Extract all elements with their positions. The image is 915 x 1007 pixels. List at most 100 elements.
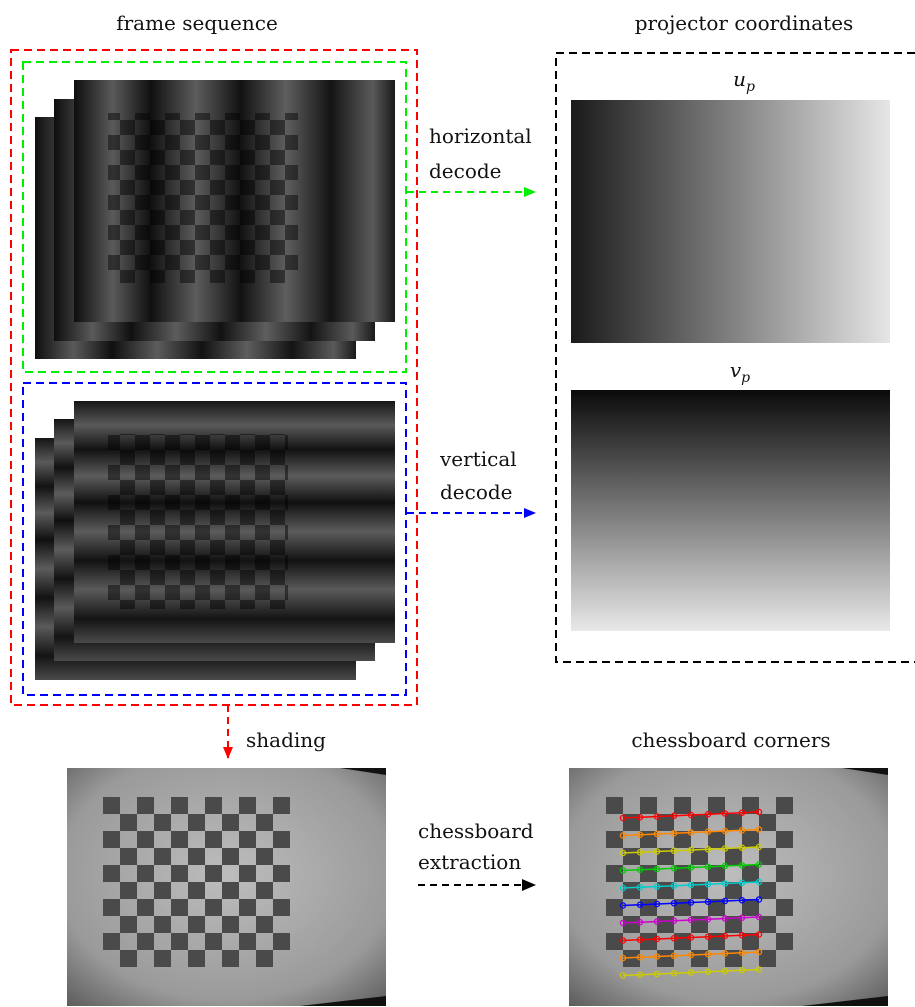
v-map-label: vp xyxy=(730,358,750,386)
corner-overlay xyxy=(619,808,763,979)
u-symbol: u xyxy=(733,67,746,91)
chessboard-corners-image xyxy=(569,768,888,1006)
corner-marker xyxy=(738,897,746,904)
corner-marker xyxy=(636,954,644,961)
projector-coordinates-title: projector coordinates xyxy=(635,11,854,35)
corner-marker xyxy=(721,845,729,852)
corner-marker xyxy=(704,863,712,871)
corner-marker xyxy=(619,919,627,927)
corner-marker xyxy=(721,967,729,975)
corner-marker xyxy=(721,897,729,905)
corner-marker xyxy=(619,884,627,892)
corner-marker xyxy=(636,814,644,821)
corner-row-line xyxy=(622,916,760,924)
corner-marker xyxy=(670,935,678,942)
corner-marker xyxy=(619,849,627,857)
corner-row-line xyxy=(622,933,760,942)
projector-group-border xyxy=(555,52,915,663)
corner-marker xyxy=(636,849,644,856)
corner-marker xyxy=(653,883,661,890)
corner-marker xyxy=(704,881,712,888)
corner-row-line xyxy=(622,968,760,977)
corner-marker xyxy=(670,900,678,907)
vertical-frame-stack xyxy=(35,401,395,680)
v-subscript: p xyxy=(741,370,750,386)
corner-marker xyxy=(619,972,627,979)
corner-marker xyxy=(704,916,712,923)
corner-marker xyxy=(653,970,661,978)
corner-marker xyxy=(687,916,695,924)
corner-marker xyxy=(636,866,644,874)
corner-marker xyxy=(619,814,627,822)
corner-marker xyxy=(738,949,746,957)
corner-marker xyxy=(653,830,661,838)
corner-marker xyxy=(721,932,729,940)
corner-marker xyxy=(755,896,763,903)
corner-marker xyxy=(636,831,644,839)
corner-marker xyxy=(653,918,661,925)
corner-marker xyxy=(704,811,712,818)
corner-marker xyxy=(721,915,729,922)
corner-marker xyxy=(670,865,678,872)
corner-marker xyxy=(721,950,729,957)
corner-marker xyxy=(721,827,729,835)
corner-marker xyxy=(755,843,763,851)
corner-marker xyxy=(653,953,661,960)
corner-marker xyxy=(670,970,678,977)
horizontal-frame-stack xyxy=(35,80,395,359)
corner-marker xyxy=(687,934,695,941)
corner-marker xyxy=(755,966,763,973)
v-symbol: v xyxy=(730,358,742,382)
corner-marker xyxy=(704,828,712,836)
vertical-decode-label-2: decode xyxy=(440,480,513,504)
corner-marker xyxy=(636,884,644,891)
vertical-frames-group-border xyxy=(22,382,407,696)
corner-marker xyxy=(721,862,729,870)
corner-marker xyxy=(653,848,661,855)
corner-row-line xyxy=(622,881,760,889)
corner-marker xyxy=(738,879,746,887)
shading-image xyxy=(67,768,386,1006)
corner-row-line xyxy=(622,863,760,872)
corner-row-line xyxy=(622,811,760,819)
corner-marker xyxy=(653,813,661,820)
u-map-label: up xyxy=(733,67,755,95)
corner-marker xyxy=(704,951,712,958)
corner-marker xyxy=(687,811,695,819)
corner-row-line xyxy=(622,951,760,959)
corner-marker xyxy=(636,919,644,926)
corner-marker xyxy=(738,844,746,852)
chessboard-extraction-label-1: chessboard xyxy=(418,819,534,843)
horizontal-decode-label-1: horizontal xyxy=(429,124,532,148)
corner-marker xyxy=(738,932,746,939)
corner-marker xyxy=(687,969,695,976)
corner-marker xyxy=(755,826,763,833)
u-subscript: p xyxy=(746,79,755,95)
corner-marker xyxy=(670,952,678,960)
corner-marker xyxy=(670,847,678,855)
frame-sequence-group-border xyxy=(10,49,418,706)
corner-marker xyxy=(721,810,729,817)
corner-marker xyxy=(738,914,746,922)
corner-marker xyxy=(670,882,678,890)
corner-marker xyxy=(755,808,763,816)
corner-marker xyxy=(619,902,627,909)
corner-marker xyxy=(755,861,763,868)
corner-marker xyxy=(755,948,763,956)
corner-marker xyxy=(653,935,661,943)
chessboard-extraction-label-2: extraction xyxy=(418,850,521,874)
corner-marker xyxy=(755,913,763,921)
corner-marker xyxy=(636,936,644,944)
u-coordinate-map xyxy=(571,100,890,343)
corner-marker xyxy=(619,867,627,874)
corner-marker xyxy=(738,809,746,817)
corner-marker xyxy=(670,830,678,837)
corner-row-line xyxy=(622,898,760,907)
corner-marker xyxy=(738,827,746,834)
vertical-decode-label-1: vertical xyxy=(439,447,517,471)
corner-marker xyxy=(687,864,695,871)
v-coordinate-map xyxy=(571,390,890,631)
corner-marker xyxy=(755,931,763,938)
corner-marker xyxy=(738,967,746,974)
